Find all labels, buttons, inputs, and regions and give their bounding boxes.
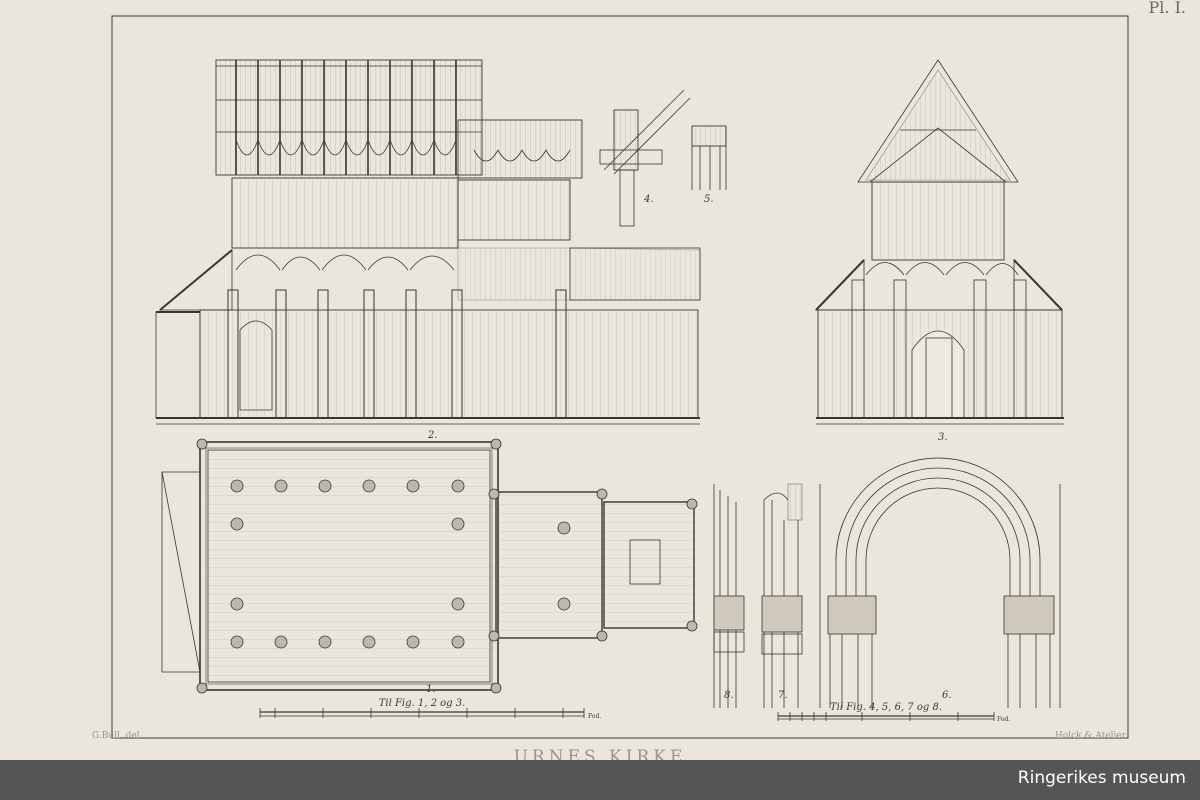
- draughtsman-signature: G.Bull. del.: [92, 731, 143, 741]
- fig7-capital-detail: [761, 483, 803, 708]
- lithographer-signature: Holck & Atelier: [1055, 731, 1127, 741]
- fig1-ground-plan: [161, 441, 695, 691]
- fig3-label: 3.: [938, 432, 948, 443]
- fig2-label: 2.: [427, 430, 438, 441]
- fig5-label: 5.: [704, 194, 714, 205]
- detail-scale-bar: [777, 712, 995, 721]
- engraving-plate: 2. 3.: [92, 0, 1186, 767]
- fig2-longitudinal-section: [155, 59, 701, 425]
- fig8-jamb-detail: [713, 484, 745, 708]
- museum-credit: Ringerikes museum: [1017, 768, 1186, 788]
- main-scale-unit: Fod.: [588, 713, 601, 720]
- detail-scale-unit: Fod.: [997, 716, 1010, 723]
- fig8-label: 8.: [724, 690, 734, 701]
- museum-credit-bar: Ringerikes museum: [0, 760, 1200, 800]
- fig1-label: 1.: [426, 684, 436, 695]
- main-scale-bar: [259, 708, 585, 718]
- detail-scale-caption: Til Fig. 4, 5, 6, 7 og 8.: [830, 702, 942, 713]
- fig3-cross-section: [815, 59, 1064, 425]
- fig4-detail: [599, 89, 691, 227]
- fig5-detail: [691, 125, 727, 190]
- main-scale-caption: Til Fig. 1, 2 og 3.: [379, 698, 466, 709]
- fig6-portal-arch: [819, 457, 1061, 708]
- fig6-label: 6.: [942, 690, 952, 701]
- fig1-columns: [196, 438, 698, 694]
- plate-number: Pl. I.: [1148, 0, 1186, 17]
- architectural-drawing: 2. 3.: [111, 15, 1129, 739]
- fig4-label: 4.: [643, 194, 654, 205]
- fig7-label: 7.: [778, 690, 788, 701]
